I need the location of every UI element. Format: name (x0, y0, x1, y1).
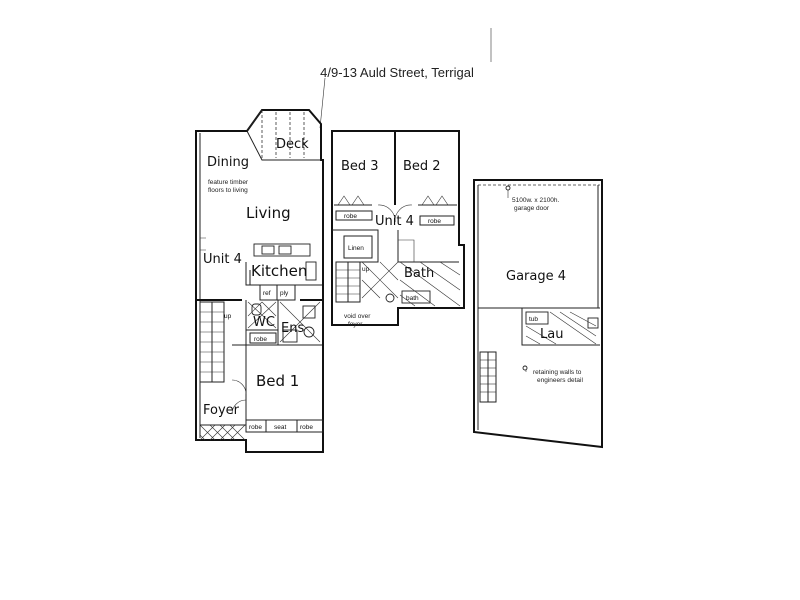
scan-marks (319, 28, 492, 129)
ref-space: ref (263, 290, 271, 297)
room-wc: WC (253, 315, 275, 330)
upper-robe-right: robe (428, 218, 441, 225)
room-bed2: Bed 2 (403, 159, 441, 174)
bed1-robes (245, 419, 324, 433)
garage-floor-outline (473, 179, 603, 449)
void-note: void over (344, 313, 371, 320)
room-kitchen: Kitchen (251, 262, 307, 280)
garage-door-note-2: garage door (514, 205, 550, 212)
feature-floor-note-2: floors to living (208, 187, 248, 194)
garage-floor-plan (473, 179, 603, 449)
bed1-robe-left: robe (249, 424, 262, 431)
room-dining: Dining (207, 155, 249, 170)
ground-stair-up: up (224, 313, 232, 320)
retaining-walls-note: retaining walls to (533, 369, 582, 376)
room-bed1: Bed 1 (256, 372, 299, 390)
bed1-seat: seat (274, 424, 286, 431)
room-bath: Bath (404, 266, 434, 281)
unit-label-upper: Unit 4 (375, 214, 414, 229)
room-bed3: Bed 3 (341, 159, 379, 174)
ground-floor-plan (195, 109, 324, 453)
ground-stairs (199, 301, 225, 383)
room-foyer: Foyer (203, 403, 240, 418)
garage-stairs (479, 351, 497, 403)
ground-robe: robe (254, 336, 267, 343)
room-living: Living (246, 204, 291, 222)
room-garage: Garage 4 (506, 269, 566, 284)
retaining-walls-note-2: engineers detail (537, 377, 583, 384)
upper-floor-outline (331, 130, 465, 326)
room-deck: Deck (276, 137, 309, 152)
garage-door-note: 5100w. x 2100h. (512, 197, 560, 204)
bath-tub-tag: bath (406, 295, 419, 302)
feature-floor-note: feature timber (208, 179, 249, 186)
room-ensuite: Ens (281, 321, 304, 336)
upper-stair-up: up (362, 266, 370, 273)
upper-floor-plan (331, 130, 465, 326)
void-note-2: foyer (348, 321, 363, 328)
plan-title: 4/9-13 Auld Street, Terrigal (320, 65, 474, 80)
unit-label-ground: Unit 4 (203, 252, 242, 267)
bed1-robe-right: robe (300, 424, 313, 431)
pantry-space: ply (280, 290, 289, 297)
upper-stairs (335, 261, 361, 303)
room-linen: Linen (348, 245, 364, 252)
room-laundry: Lau (540, 327, 563, 342)
upper-robe-left: robe (344, 213, 357, 220)
laundry-tub-tag: tub (529, 316, 538, 323)
